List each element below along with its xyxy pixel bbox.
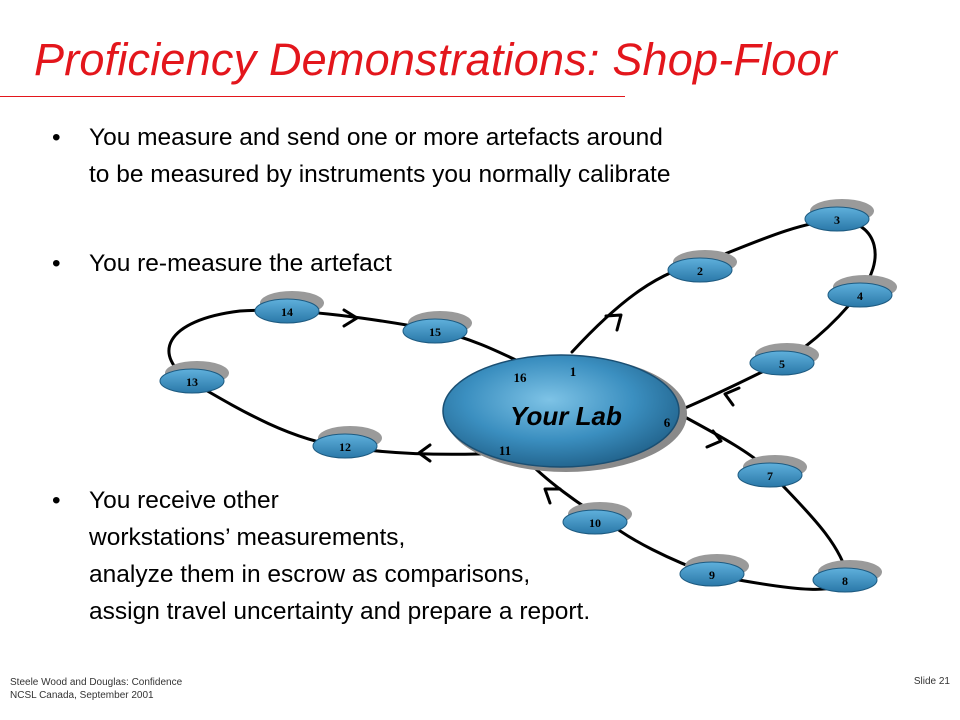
station-2: 2 (667, 250, 737, 283)
station-3: 3 (804, 199, 874, 232)
node-ellipse (254, 298, 320, 324)
your-lab-node: Your Lab 16 1 6 11 (442, 354, 687, 472)
bullet-line: analyze them in escrow as comparisons, (89, 561, 531, 588)
node-label: 7 (767, 469, 773, 483)
bullet-text: You measure and send one or more artefac… (89, 119, 670, 193)
station-7: 7 (737, 455, 807, 488)
arrow-icon (543, 487, 562, 505)
bullet-text: You receive other workstations’ measurem… (89, 482, 590, 630)
arrow-icon (723, 386, 741, 407)
node-ellipse (804, 206, 870, 232)
node-ellipse (737, 462, 803, 488)
station-8: 8 (812, 560, 882, 593)
bullet-line: You re-measure the artefact (89, 250, 392, 277)
slide-title: Proficiency Demonstrations: Shop-Floor (34, 34, 837, 85)
bullet-line: assign travel uncertainty and prepare a … (89, 598, 591, 625)
station-13: 13 (159, 361, 229, 394)
node-label: 8 (842, 574, 848, 588)
station-10: 10 (562, 502, 632, 535)
station-14: 14 (254, 291, 324, 324)
arrow-icon (342, 308, 359, 328)
node-ellipse (827, 282, 893, 308)
station-12: 12 (312, 426, 382, 459)
node-label: 3 (834, 213, 840, 227)
node-label: 4 (857, 289, 863, 303)
footer-line: NCSL Canada, September 2001 (10, 690, 154, 701)
lab-label: Your Lab (510, 401, 622, 431)
arrow-icon (417, 443, 432, 463)
node-label: 5 (779, 357, 785, 371)
node-ellipse (402, 318, 468, 344)
bullet-line: You measure and send one or more artefac… (89, 124, 663, 151)
node-label: 14 (281, 305, 293, 319)
flow-arrows (342, 308, 741, 505)
node-label: 9 (709, 568, 715, 582)
footer-line: Steele Wood and Douglas: Confidence (10, 677, 183, 688)
node-label: 15 (429, 325, 441, 339)
lab-number-11: 11 (499, 443, 511, 458)
station-5: 5 (749, 343, 819, 376)
lab-ellipse (442, 354, 680, 468)
bullet-marker: • (52, 487, 61, 514)
station-4: 4 (827, 275, 897, 308)
node-ellipse (679, 561, 745, 587)
node-ellipse (312, 433, 378, 459)
lab-number-6: 6 (664, 415, 671, 430)
title-underline (0, 96, 625, 97)
station-15: 15 (402, 311, 472, 344)
node-ellipse (812, 567, 878, 593)
lab-number-16: 16 (514, 370, 528, 385)
node-ellipse (159, 368, 225, 394)
lab-number-1: 1 (570, 364, 577, 379)
bullet-text: You re-measure the artefact (89, 245, 392, 282)
node-label: 12 (339, 440, 351, 454)
node-label: 10 (589, 516, 601, 530)
bullet-marker: • (52, 124, 61, 151)
bullet-line: to be measured by instruments you normal… (89, 161, 671, 188)
footer-credit: Steele Wood and Douglas: Confidence NCSL… (10, 676, 182, 702)
arrow-icon (705, 429, 723, 449)
bullet-line: You receive other (89, 487, 279, 514)
node-ellipse (562, 509, 628, 535)
node-ellipse (749, 350, 815, 376)
bullet-marker: • (52, 250, 61, 277)
arrow-icon (604, 313, 623, 332)
bullet-line: workstations’ measurements, (89, 524, 406, 551)
node-ellipse (667, 257, 733, 283)
slide-number: Slide 21 (913, 676, 950, 687)
station-9: 9 (679, 554, 749, 587)
node-label: 2 (697, 264, 703, 278)
node-label: 13 (186, 375, 198, 389)
